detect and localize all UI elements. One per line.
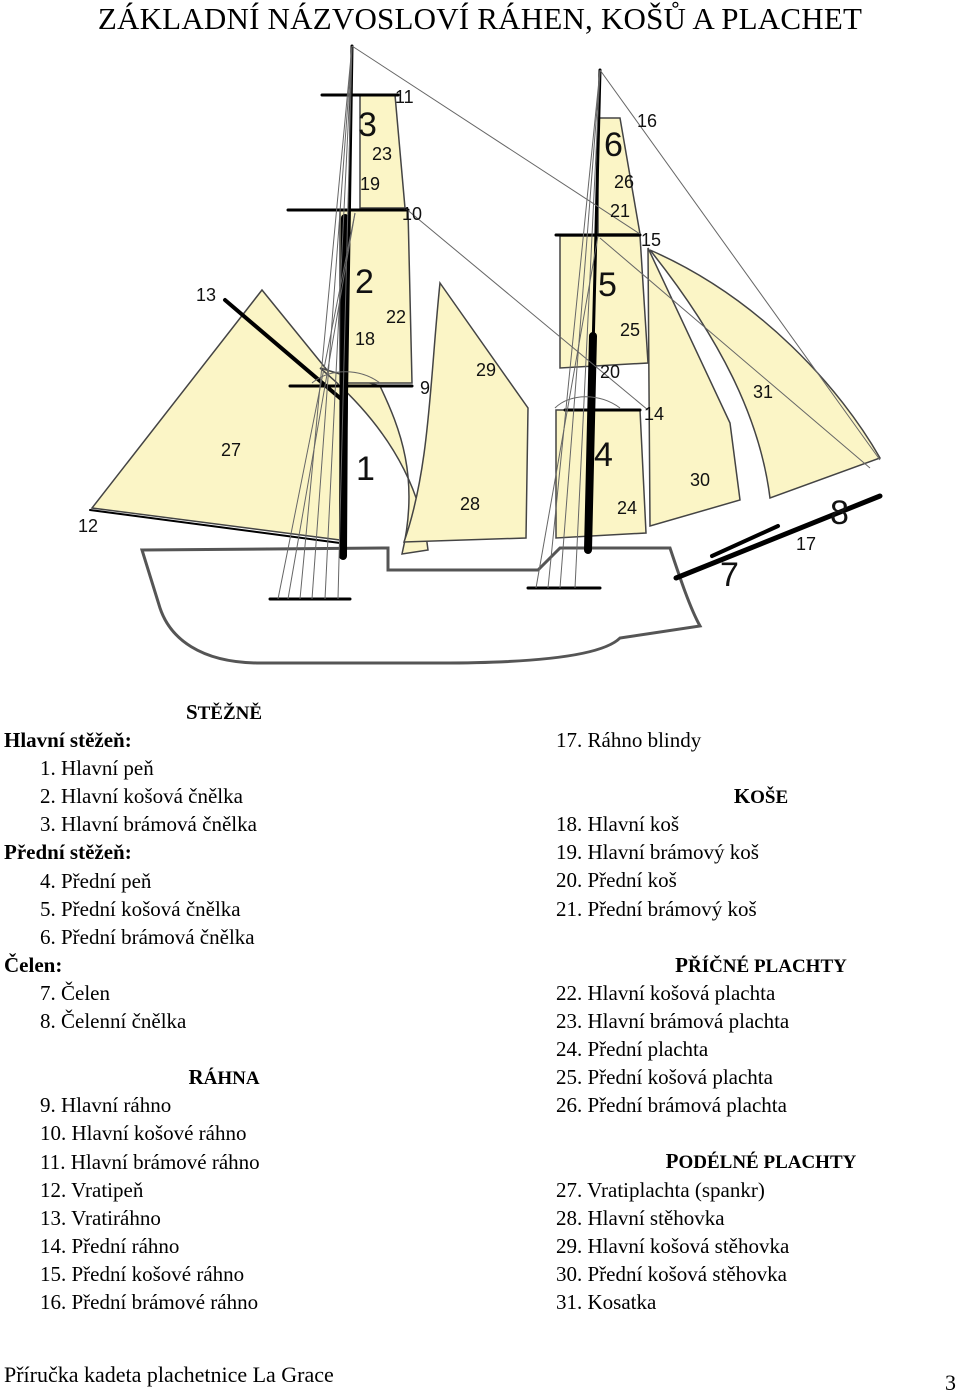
label-17: 17: [796, 534, 816, 554]
label-5: 5: [598, 266, 617, 304]
rigging: [277, 45, 881, 600]
list-item: 18. Hlavní koš: [556, 812, 680, 837]
heading-rahna: RÁHNA: [188, 1065, 260, 1090]
list-item: 6. Přední brámová čnělka: [40, 924, 255, 949]
group-main-mast: Hlavní stěžeň:: [4, 728, 132, 753]
ship-diagram: 1 2 3 4 5 6 7 8 9 10 11 12 13 14 15 16 1…: [78, 44, 883, 665]
label-29: 29: [476, 360, 496, 380]
list-item: 24. Přední plachta: [556, 1037, 709, 1062]
label-2: 2: [355, 263, 374, 301]
label-12: 12: [78, 516, 98, 536]
list-item: 16. Přední brámové ráhno: [40, 1289, 259, 1314]
label-20: 20: [600, 362, 620, 382]
list-item: 22. Hlavní košová plachta: [556, 980, 776, 1005]
list-item: 11. Hlavní brámové ráhno: [40, 1149, 260, 1174]
label-8: 8: [830, 494, 849, 532]
label-1: 1: [356, 450, 375, 488]
hull: [139, 546, 703, 665]
list-item: 15. Přední košové ráhno: [40, 1261, 245, 1286]
label-18: 18: [355, 329, 375, 349]
page-number: 3: [945, 1370, 956, 1395]
label-30: 30: [690, 470, 710, 490]
label-13: 13: [196, 285, 216, 305]
label-15: 15: [641, 230, 661, 250]
list-item: 27. Vratiplachta (spankr): [556, 1177, 765, 1202]
label-22: 22: [386, 307, 406, 327]
list-item: 8. Čelenní čnělka: [40, 1009, 187, 1034]
sail-kosatka: [649, 249, 882, 500]
label-24: 24: [617, 498, 637, 518]
label-28: 28: [460, 494, 480, 514]
heading-stezne: STĚŽNĚ: [185, 700, 263, 724]
list-item: 14. Přední ráhno: [40, 1233, 180, 1258]
label-16: 16: [637, 111, 657, 131]
sails: [90, 94, 882, 555]
group-bowsprit: Čelen:: [4, 952, 63, 977]
label-27: 27: [221, 440, 241, 460]
label-23: 23: [372, 144, 392, 164]
label-7: 7: [720, 556, 739, 594]
heading-podelne-plachty: PODÉLNÉ PLACHTY: [665, 1149, 857, 1174]
page-title: ZÁKLADNÍ NÁZVOSLOVÍ RÁHEN, KOŠŮ A PLACHE…: [97, 1, 863, 36]
sail-hlavni-kosova-stehovka: [402, 280, 529, 543]
group-fore-mast: Přední stěžeň:: [4, 840, 132, 865]
list-item: 4. Přední peň: [40, 868, 152, 893]
label-31: 31: [753, 382, 773, 402]
list-item: 3. Hlavní brámová čnělka: [40, 812, 257, 837]
list-item: 30. Přední košová stěhovka: [556, 1261, 787, 1286]
label-26: 26: [614, 172, 634, 192]
sail-vratiplachta: [90, 288, 341, 541]
masts-and-spars: [89, 44, 883, 601]
label-4: 4: [594, 436, 613, 474]
legend-left-column: STĚŽNĚ Hlavní stěžeň: 1. Hlavní peň 2. H…: [4, 698, 474, 1316]
label-9: 9: [420, 378, 430, 398]
diagram-labels: 1 2 3 4 5 6 7 8 9 10 11 12 13 14 15 16 1…: [78, 87, 849, 594]
list-item: 21. Přední brámový koš: [556, 896, 757, 921]
label-3: 3: [358, 106, 377, 144]
heading-pricne-plachty: PŘÍČNÉ PLACHTY: [675, 952, 847, 977]
list-item: 19. Hlavní brámový koš: [556, 840, 759, 865]
label-10: 10: [402, 204, 422, 224]
list-item: 7. Čelen: [40, 980, 110, 1005]
list-item: 25. Přední košová plachta: [556, 1065, 773, 1090]
label-25: 25: [620, 320, 640, 340]
sail-predni-kosova-stehovka: [647, 247, 741, 527]
list-item: 13. Vratiráhno: [40, 1205, 161, 1230]
list-item: 23. Hlavní brámová plachta: [556, 1008, 790, 1033]
list-item: 29. Hlavní košová stěhovka: [556, 1233, 790, 1258]
list-item: 9. Hlavní ráhno: [40, 1093, 172, 1118]
label-21: 21: [610, 201, 630, 221]
list-item: 2. Hlavní košová čnělka: [40, 784, 243, 809]
list-item: 5. Přední košová čnělka: [40, 896, 241, 921]
sail-predni: [555, 409, 647, 539]
list-item: 20. Přední koš: [556, 868, 677, 893]
list-item: 31. Kosatka: [556, 1289, 657, 1314]
list-item: 1. Hlavní peň: [40, 756, 154, 781]
label-19: 19: [360, 174, 380, 194]
footer-title: Příručka kadeta plachetnice La Grace: [4, 1362, 334, 1387]
list-item: 26. Přední brámová plachta: [556, 1093, 787, 1118]
list-item: 12. Vratipeň: [40, 1177, 144, 1202]
legend-right-column: 17. Ráhno blindy KOŠE 18. Hlavní koš 19.…: [556, 726, 956, 1316]
list-item: 10. Hlavní košové ráhno: [40, 1121, 247, 1146]
label-14: 14: [644, 404, 664, 424]
heading-kose: KOŠE: [733, 784, 789, 809]
list-item: 17. Ráhno blindy: [556, 728, 702, 752]
label-11: 11: [395, 87, 414, 107]
list-item: 28. Hlavní stěhovka: [556, 1205, 725, 1230]
label-6: 6: [604, 126, 623, 164]
